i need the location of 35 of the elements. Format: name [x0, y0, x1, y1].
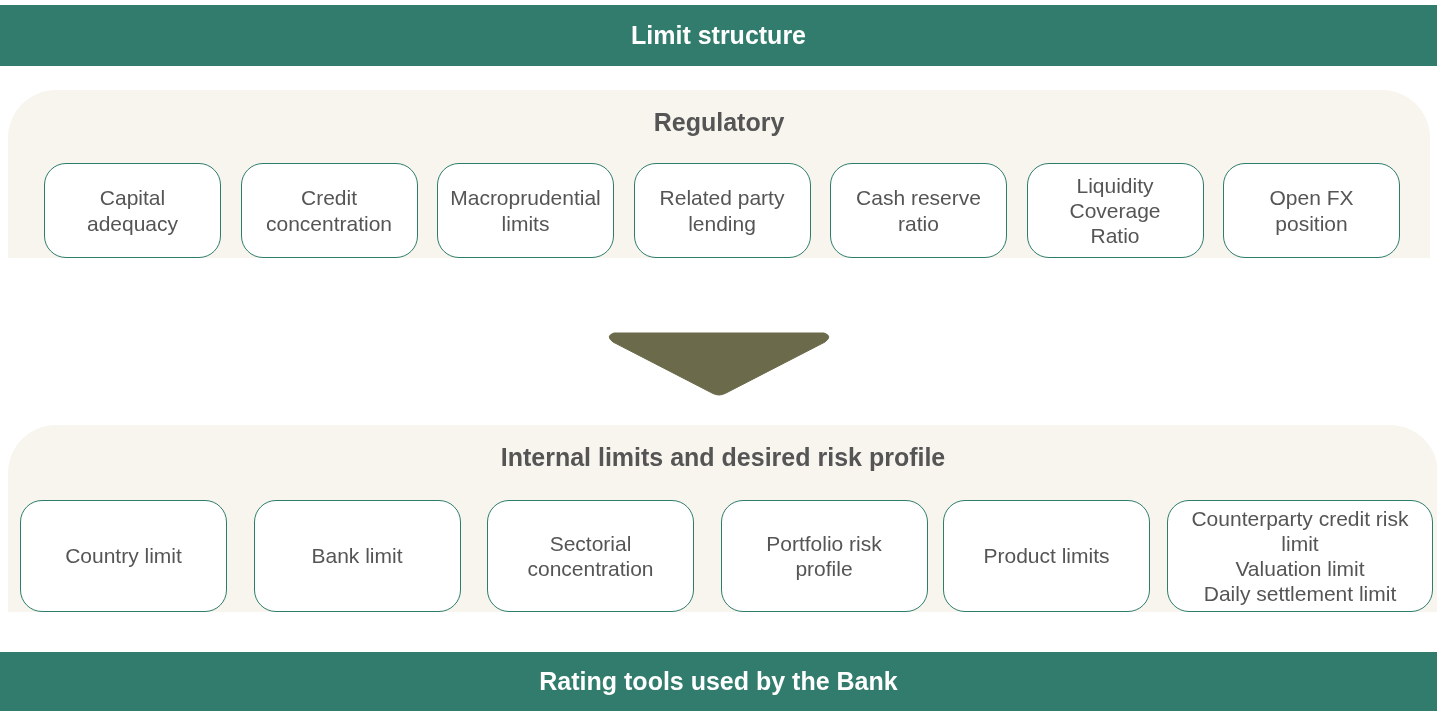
box-label: Portfolio risk profile: [765, 530, 883, 582]
limit-box: [1223, 163, 1400, 258]
box-label: Sectorial concentration: [526, 530, 655, 582]
limit-box: [487, 500, 694, 612]
limit-box: [437, 163, 614, 258]
box-label: Bank limit: [311, 543, 403, 569]
limit-box: [633, 163, 811, 258]
box-label: Counterparty credit risk limit: [1190, 505, 1410, 556]
section-panel: [8, 425, 1437, 612]
header-bar: Rating tools used by the Bank: [0, 652, 1437, 711]
section-panel: [8, 90, 1430, 258]
section-title: Internal limits and desired risk profile: [499, 443, 947, 472]
box-label: Product limits: [983, 543, 1110, 569]
limit-box: [1167, 500, 1433, 612]
box-label: Valuation limit: [1235, 556, 1365, 582]
section-title: Regulatory: [652, 108, 786, 137]
box-label: Daily settlement limit: [1203, 581, 1397, 607]
header-bar: Limit structure: [0, 5, 1437, 66]
box-label: Country limit: [65, 543, 182, 569]
limit-box: [720, 500, 928, 612]
box-label: Credit concentration: [264, 185, 394, 236]
box-label: Related party lending: [658, 185, 786, 236]
limit-box: [240, 163, 418, 258]
box-label: Macroprudential limits: [450, 185, 601, 236]
limit-box: [1026, 163, 1204, 258]
limit-box: [830, 163, 1007, 258]
limit-box: [20, 500, 227, 612]
box-label: Open FX position: [1268, 185, 1355, 236]
limit-box: [44, 163, 221, 258]
box-label: Capital adequacy: [85, 185, 180, 236]
box-label: Cash reserve ratio: [855, 185, 982, 236]
limit-box: [943, 500, 1150, 612]
limit-box: [253, 500, 461, 612]
chevron-arrow: [608, 332, 830, 396]
box-label: Liquidity Coverage Ratio: [1068, 172, 1162, 249]
